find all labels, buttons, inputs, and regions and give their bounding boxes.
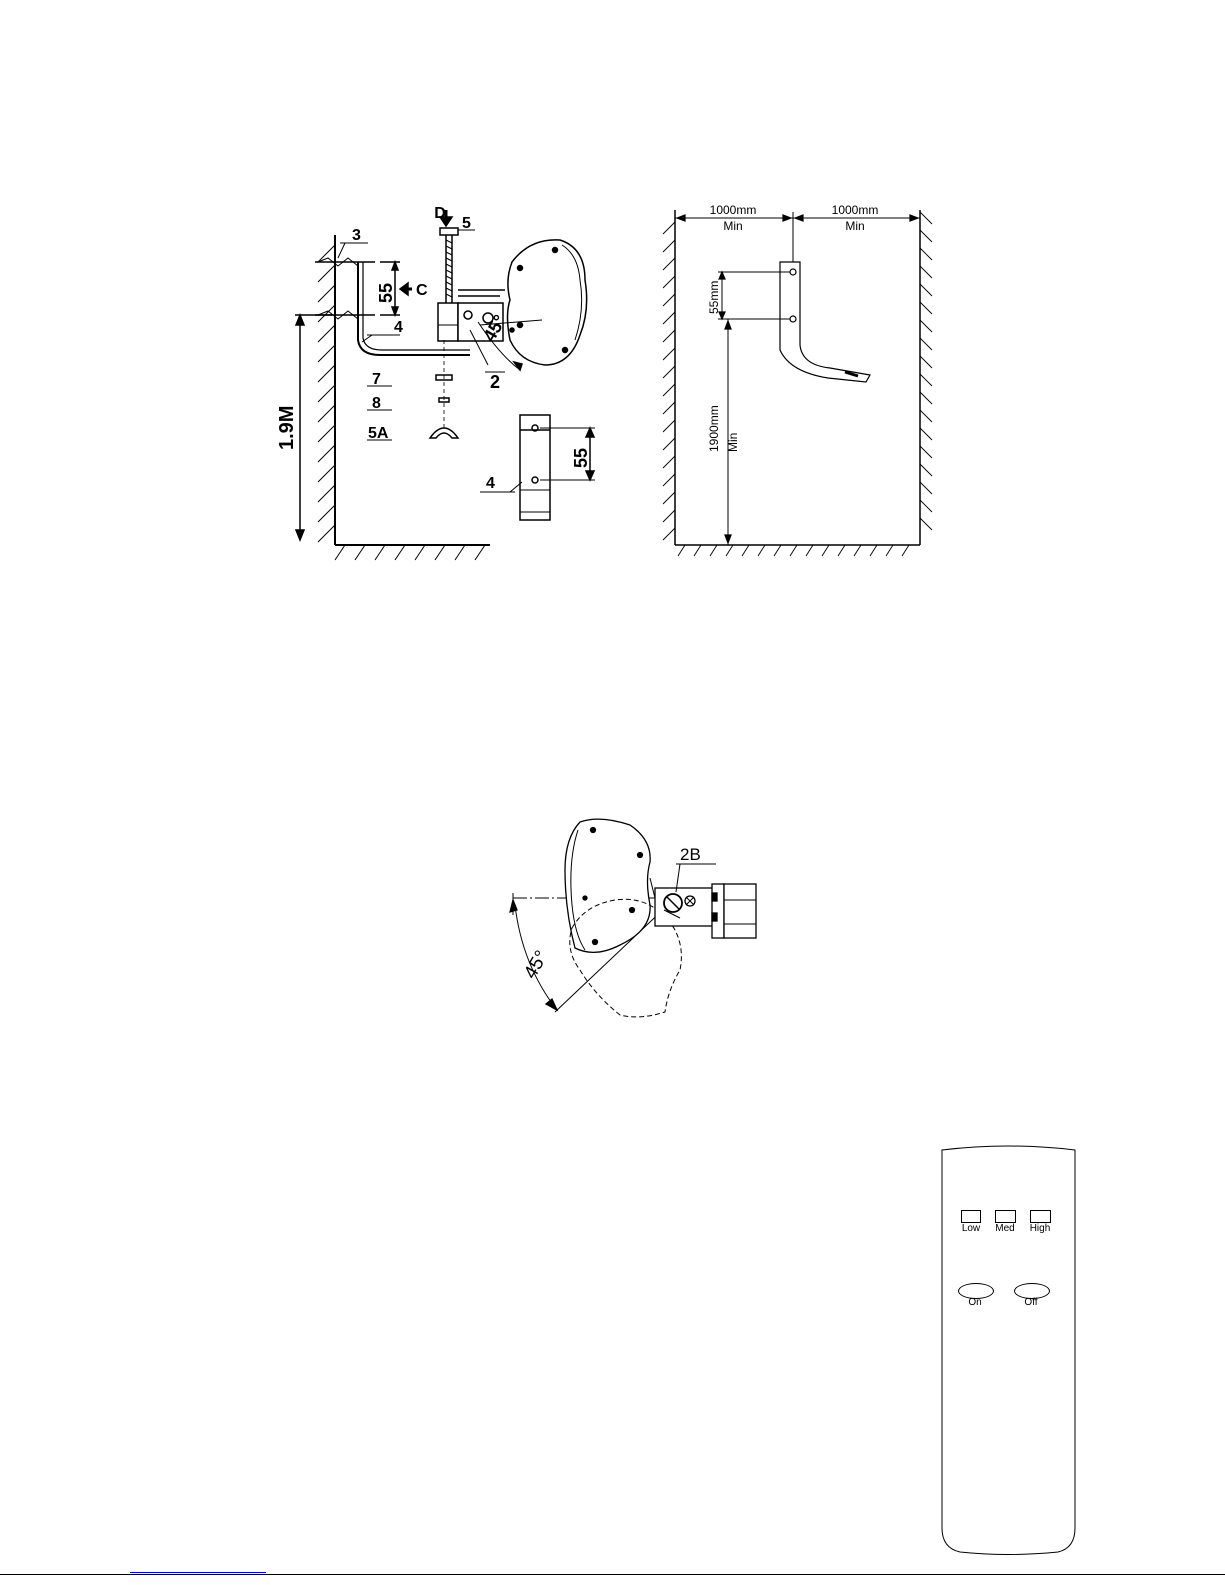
mounting-clearance-diagram: 1000mm Min 1000mm Min 55mm 1900mm Min <box>655 200 940 565</box>
detail-part-4-label: 4 <box>486 475 495 492</box>
med-button[interactable] <box>995 1210 1016 1223</box>
right-clearance-label: 1000mm <box>832 203 879 217</box>
height-1-9m-label: 1.9M <box>276 406 298 450</box>
low-button[interactable] <box>961 1210 981 1223</box>
arrow-d-label: D <box>434 205 446 222</box>
med-label: Med <box>988 1223 1022 1234</box>
part-2-label: 2 <box>490 372 500 392</box>
remote-power-buttons: On Off <box>955 1283 1065 1313</box>
off-label: Off <box>1014 1297 1048 1308</box>
footer-rule <box>0 1574 1225 1575</box>
part-5a-label: 5A <box>368 425 389 442</box>
left-clearance-label: 1000mm <box>710 203 757 217</box>
high-button[interactable] <box>1030 1210 1051 1223</box>
dim-55-label: 55 <box>376 283 396 303</box>
detail-dim-55-label: 55 <box>571 448 591 468</box>
low-label: Low <box>955 1223 987 1234</box>
left-min-label: Min <box>723 219 742 233</box>
arrow-c-label: C <box>416 282 428 299</box>
part-7-label: 7 <box>372 371 381 388</box>
floor-min-label: Min <box>726 433 740 452</box>
part-2b-label: 2B <box>680 845 701 864</box>
floor-clearance-label: 1900mm <box>707 405 721 452</box>
part-4-label: 4 <box>394 319 403 336</box>
tilt-45-label: 45° <box>520 947 553 982</box>
hole-spacing-label: 55mm <box>707 281 721 314</box>
right-min-label: Min <box>845 219 864 233</box>
part-8-label: 8 <box>372 395 381 412</box>
heater-tilt-diagram: 2B 45° <box>500 805 775 1030</box>
part-5-label: 5 <box>462 215 471 232</box>
remote-speed-buttons: Low Med High <box>955 1210 1065 1240</box>
remote-control <box>938 1142 1080 1560</box>
part-3-label: 3 <box>352 227 361 244</box>
wall-bracket-exploded-diagram: 3 5 D C 55 4 2 45° 7 8 5A 1.9M 55 4 <box>270 195 610 575</box>
footer-link-underline <box>130 1572 266 1573</box>
on-label: On <box>958 1297 992 1308</box>
high-label: High <box>1022 1223 1058 1234</box>
